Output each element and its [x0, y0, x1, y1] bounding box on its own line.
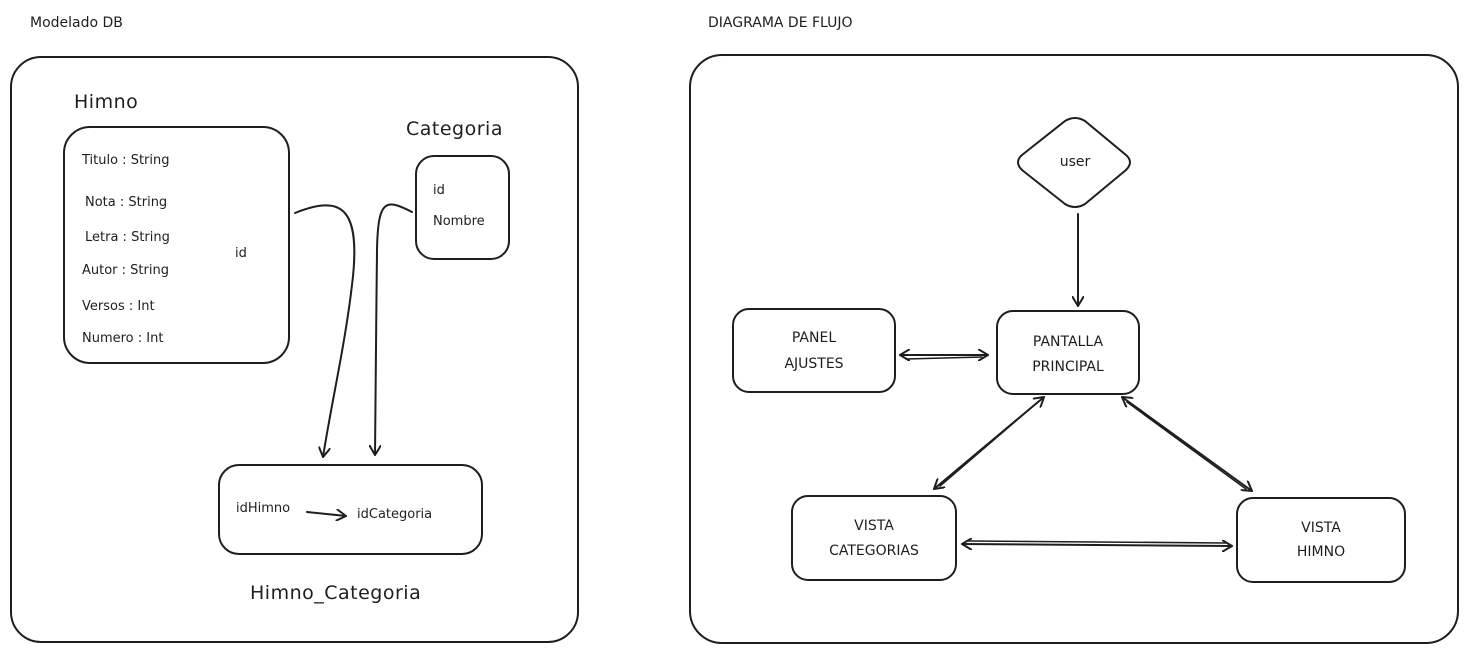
himno-categoria-right-field: idCategoria	[357, 507, 432, 522]
categories-view-label-line1: VISTA	[854, 518, 894, 534]
settings-panel-label-line1: PANEL	[792, 330, 836, 346]
main-categories-arrow-sketch	[939, 400, 1040, 487]
user-label: user	[1060, 154, 1091, 170]
categories-view-node	[791, 495, 957, 581]
main-screen-label-line2: PRINCIPAL	[1032, 359, 1104, 375]
himno-categoria-entity-box	[218, 464, 483, 555]
himno-field: Versos : Int	[82, 299, 155, 314]
hymn-view-node	[1236, 497, 1406, 583]
flow-diagram-panel: DIAGRAMA DE FLUJO user PANTALLA PRINCIPA…	[689, 15, 1459, 644]
settings-main-arrow-sketch	[905, 356, 983, 360]
main-screen-node	[996, 310, 1140, 395]
hymn-view-label-line1: VISTA	[1301, 520, 1341, 536]
categoria-entity-box	[415, 155, 510, 260]
settings-panel-label-line2: AJUSTES	[784, 356, 843, 372]
settings-panel-node	[732, 308, 896, 393]
user-node	[1017, 117, 1131, 208]
main-hymn-arrow	[1121, 396, 1253, 492]
himno-field: Letra : String	[85, 230, 170, 245]
himno-id-label: id	[235, 246, 247, 261]
categoria-field: id	[433, 183, 445, 198]
himno-field: Autor : String	[82, 263, 169, 278]
himno-field: Titulo : String	[81, 153, 170, 168]
categoria-field: Nombre	[433, 214, 485, 229]
himno-title: Himno	[74, 91, 138, 113]
himno-categoria-left-field: idHimno	[236, 501, 290, 516]
himno-field: Numero : Int	[82, 331, 163, 346]
db-model-panel: Modelado DB Himno Titulo : String Nota :…	[10, 15, 579, 643]
main-hymn-arrow-sketch	[1126, 401, 1247, 490]
hymn-view-label-line2: HIMNO	[1297, 544, 1345, 560]
flow-heading: DIAGRAMA DE FLUJO	[708, 15, 853, 31]
categories-view-label-line2: CATEGORIAS	[829, 543, 919, 559]
categoria-title: Categoria	[406, 118, 503, 140]
db-model-heading: Modelado DB	[30, 15, 123, 31]
categories-hymn-arrow	[961, 544, 1233, 546]
himno-entity-box	[63, 126, 290, 364]
flow-frame	[689, 54, 1459, 644]
categoria-to-join-arrow	[375, 203, 413, 456]
himno-field: Nota : String	[85, 195, 167, 210]
main-screen-label-line1: PANTALLA	[1033, 334, 1104, 350]
join-inner-arrow	[306, 512, 347, 516]
himno-categoria-title: Himno_Categoria	[250, 582, 421, 604]
db-model-frame	[10, 56, 579, 643]
himno-to-join-arrow	[294, 204, 356, 458]
categories-hymn-arrow-sketch	[967, 540, 1227, 544]
